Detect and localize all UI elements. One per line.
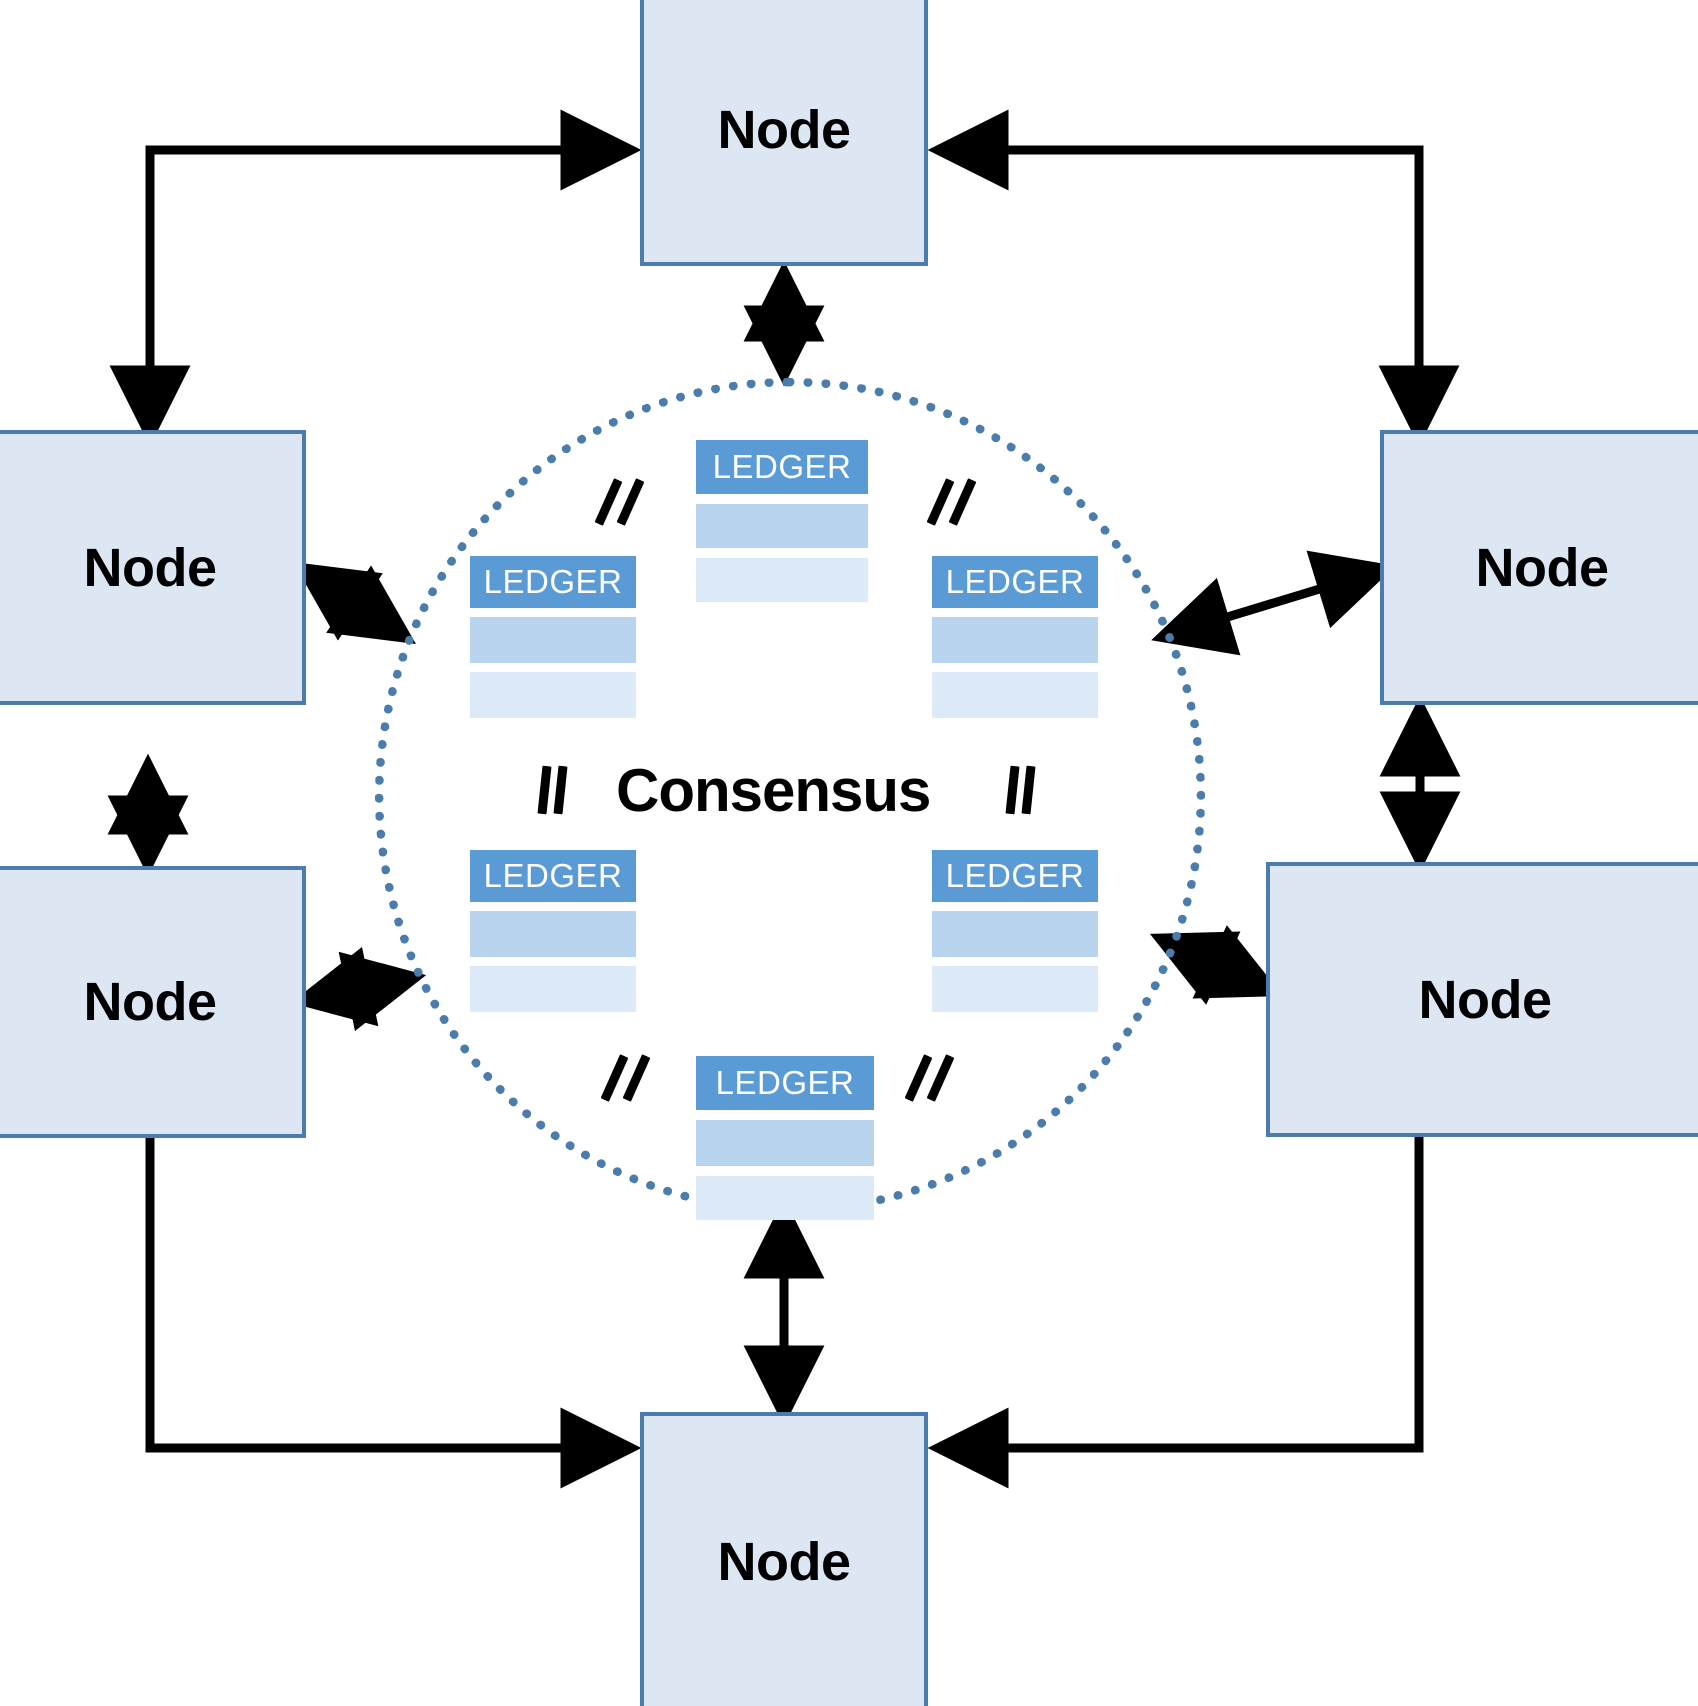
node-bottom[interactable]: Node	[640, 1412, 928, 1706]
ledger-upper-right-row-2	[932, 672, 1098, 718]
equals-bottom-left	[600, 1054, 652, 1106]
ledger-lower-right-header: LEDGER	[932, 850, 1098, 902]
conn-right-upper-to-top	[927, 109, 1460, 447]
conn-right-lower-to-bottom	[927, 1135, 1424, 1489]
conn-right-lower-to-circle	[1149, 925, 1284, 1005]
node-right-upper[interactable]: Node	[1380, 430, 1698, 705]
equals-bottom-right	[904, 1054, 956, 1106]
ledger-lower-right: LEDGER	[932, 850, 1098, 1012]
ledger-lower-right-row-2	[932, 966, 1098, 1012]
ledger-upper-left-row-1	[470, 617, 636, 663]
conn-left-lower-to-circle	[290, 946, 427, 1032]
ledger-bottom-row-1	[696, 1120, 874, 1166]
ledger-upper-left-row-2	[470, 672, 636, 718]
node-left-upper[interactable]: Node	[0, 430, 306, 705]
node-top[interactable]: Node	[640, 0, 928, 266]
conn-left-upper-to-circle	[293, 562, 416, 644]
ledger-top-row-2	[696, 558, 868, 602]
node-right-lower-label: Node	[1418, 969, 1553, 1030]
ledger-upper-left-header: LEDGER	[470, 556, 636, 608]
ledger-lower-left-row-1	[470, 911, 636, 957]
node-right-lower[interactable]: Node	[1266, 862, 1698, 1137]
equals-mid-left	[537, 765, 572, 818]
equals-top-right	[926, 478, 978, 530]
ledger-bottom-header: LEDGER	[696, 1056, 874, 1110]
ledger-upper-right-header: LEDGER	[932, 556, 1098, 608]
node-left-lower-label: Node	[83, 972, 218, 1032]
ledger-top-header: LEDGER	[696, 440, 868, 494]
ledger-lower-left-row-2	[470, 966, 636, 1012]
ledger-lower-left-header: LEDGER	[470, 850, 636, 902]
ledger-top-row-1	[696, 504, 868, 548]
ledger-lower-left: LEDGER	[470, 850, 636, 1012]
equals-top-left	[594, 478, 646, 530]
node-right-upper-label: Node	[1475, 537, 1610, 598]
ledger-lower-right-row-1	[932, 911, 1098, 957]
ledger-upper-left: LEDGER	[470, 556, 636, 718]
node-bottom-label: Node	[717, 1532, 852, 1592]
conn-left-upper-to-top	[109, 109, 642, 447]
ledger-upper-right: LEDGER	[932, 556, 1098, 718]
equals-mid-right	[1005, 765, 1040, 818]
node-left-lower[interactable]: Node	[0, 866, 306, 1138]
conn-left-lower-to-bottom	[145, 1135, 642, 1489]
conn-right-upper-to-circle	[1151, 550, 1396, 656]
node-top-label: Node	[717, 100, 852, 160]
ledger-top: LEDGER	[696, 440, 868, 602]
consensus-label: Consensus	[616, 757, 931, 824]
ledger-upper-right-row-1	[932, 617, 1098, 663]
ledger-bottom: LEDGER	[696, 1056, 874, 1220]
ledger-bottom-row-2	[696, 1176, 874, 1220]
node-left-upper-label: Node	[83, 537, 218, 598]
